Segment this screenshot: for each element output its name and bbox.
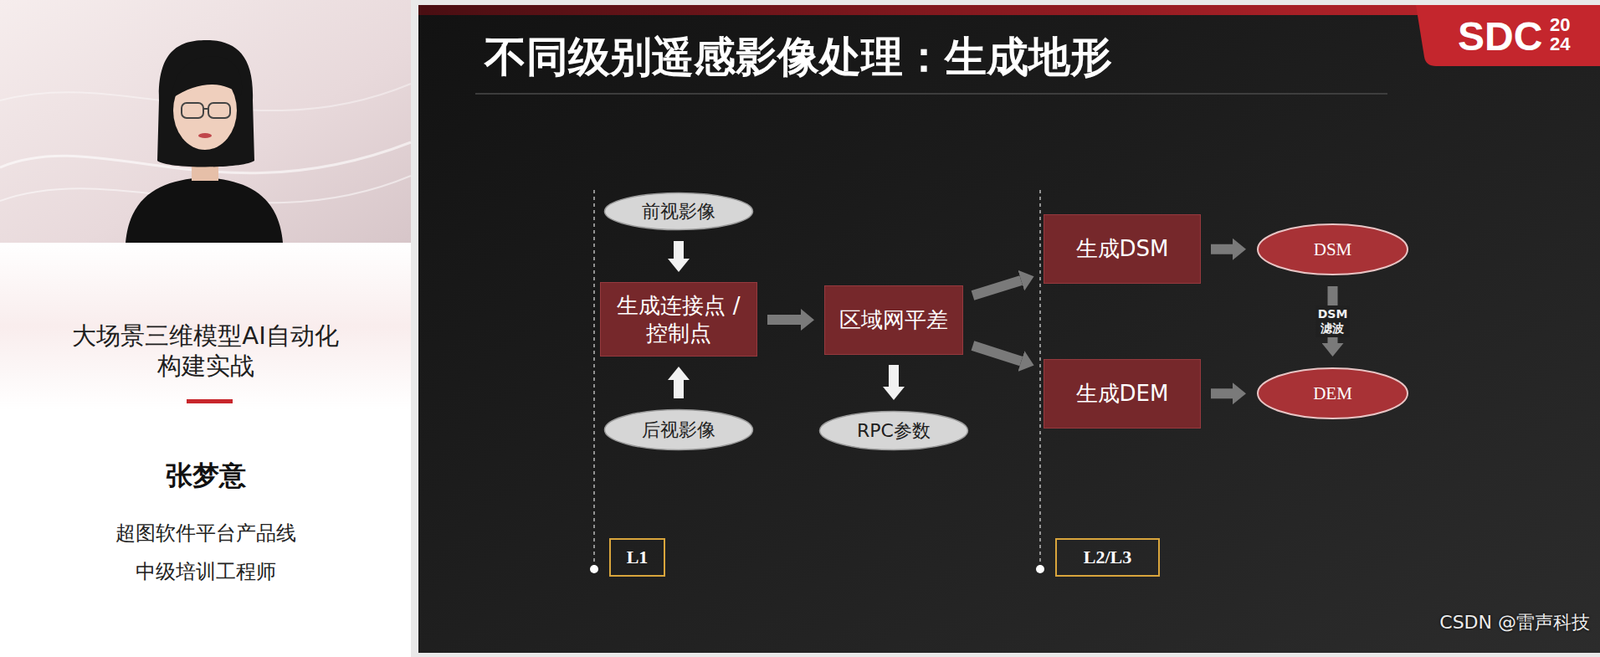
node-text: 前视影像 [641, 200, 716, 224]
video-ground [0, 0, 411, 243]
ellipse-shape [1257, 368, 1408, 419]
panel-band [0, 242, 411, 411]
glasses [181, 102, 204, 118]
divider-dot [589, 564, 599, 574]
accent-bar [186, 399, 233, 404]
stage-divider [593, 189, 595, 570]
level-tag: L2/L3 [1055, 538, 1160, 577]
output-ellipse: DEM [1256, 366, 1410, 421]
ellipse-shape [605, 410, 754, 451]
node-text: L1 [626, 545, 649, 570]
flow-arrow [888, 364, 899, 387]
glasses-bridge [203, 107, 209, 110]
node-text: L2/L3 [1083, 545, 1132, 570]
node-text: 后视影像 [641, 418, 716, 442]
process-box: 区域网平差 [824, 285, 964, 355]
speaker-role: 中级培训工程师 [0, 558, 411, 585]
output-ellipse: DSM [1256, 222, 1410, 277]
slide-ground [418, 5, 1600, 653]
node-text: 区域网平差 [839, 306, 949, 334]
ellipse-shape [820, 411, 969, 451]
level-tag: L1 [609, 538, 666, 577]
divider-dot [1035, 564, 1045, 574]
input-ellipse: 前视影像 [603, 191, 754, 231]
flow-arrow [972, 345, 1021, 362]
node-text: DSM [1313, 238, 1353, 261]
flow-arrow [972, 280, 1021, 296]
flow-arrow [673, 379, 684, 399]
speaker-lips [198, 133, 212, 139]
node-text: 生成连接点 /控制点 [615, 292, 743, 347]
input-ellipse: 后视影像 [603, 408, 754, 452]
node-text: 生成DSM [1076, 235, 1170, 263]
process-box: 生成连接点 /控制点 [600, 282, 758, 357]
node-text: RPC参数 [856, 419, 931, 443]
watermark: CSDN @雷声科技 [1439, 610, 1590, 635]
flow-arrow [1210, 244, 1233, 255]
glasses [208, 102, 231, 118]
stage-divider [1039, 189, 1042, 570]
ellipse-shape [1257, 224, 1408, 275]
edge-label: DSM 滤波 [1315, 305, 1351, 338]
logo-tab [1415, 5, 1600, 67]
talk-title: 大场景三维模型AI自动化构建实战 [65, 320, 346, 382]
flow-arrow [767, 314, 801, 325]
logo-year: 2024 [1549, 15, 1577, 54]
flow-arrow [673, 241, 684, 259]
speaker-name: 张梦意 [0, 458, 411, 493]
logo-text: SDC [1457, 11, 1543, 62]
process-box: 生成DEM [1043, 358, 1201, 429]
node-text: 生成DEM [1076, 379, 1170, 408]
flow-arrow [1210, 388, 1233, 399]
node-text: DEM [1312, 382, 1353, 405]
title-rule [475, 92, 1388, 95]
input-ellipse: RPC参数 [818, 410, 970, 452]
speaker-team: 超图软件平台产品线 [0, 520, 411, 546]
speaker-shirt [125, 177, 283, 243]
speaker-bangs [171, 56, 242, 99]
ellipse-shape [605, 193, 754, 231]
process-box: 生成DSM [1043, 214, 1201, 284]
slide-title: 不同级别遥感影像处理：生成地形 [484, 31, 1113, 83]
speaker-hair [157, 40, 255, 168]
side-panel [0, 0, 411, 657]
